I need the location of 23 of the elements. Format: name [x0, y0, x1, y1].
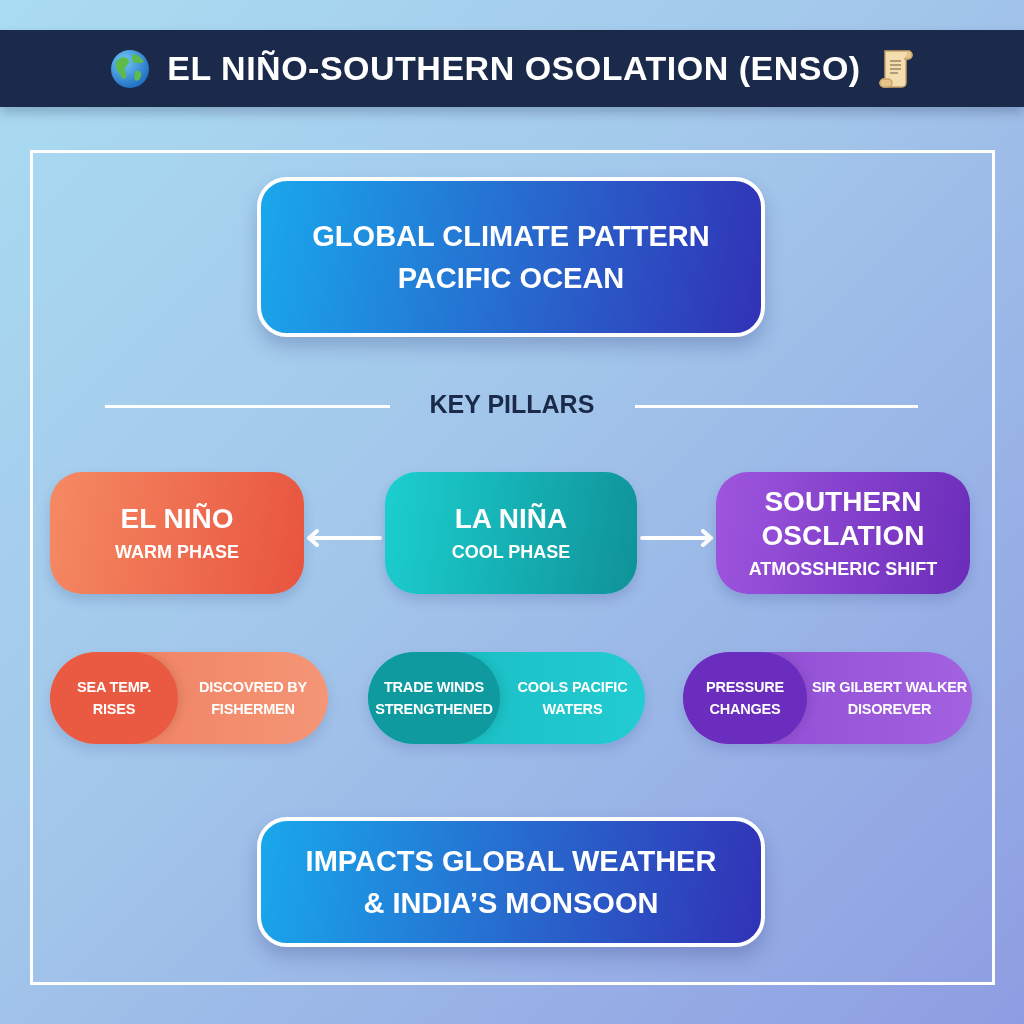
title-text: EL NIÑO-SOUTHERN OSOLATION (ENSO) — [167, 49, 861, 88]
section-heading: KEY PILLARS — [429, 390, 595, 419]
box-text: IMPACTS GLOBAL WEATHER & INDIA’S MONSOON — [304, 844, 718, 921]
pill-text: DISCOVRED BY FISHERMEN — [198, 678, 308, 719]
card-subtitle: WARM PHASE — [115, 541, 239, 564]
phase-card — [716, 472, 970, 594]
phase-card — [385, 472, 637, 594]
pill-text: COOLS PACIFIC WATERS — [516, 678, 629, 719]
arrow — [307, 529, 382, 547]
arrow — [640, 529, 713, 547]
box-text: GLOBAL CLIMATE PATTERN PACIFIC OCEAN — [311, 219, 711, 296]
phase-card — [50, 472, 304, 594]
card-subtitle: ATMOSSHERIC SHIFT — [748, 558, 938, 581]
pill-text: SEA TEMP. RISES — [76, 678, 152, 719]
pill-text: PRESSURE CHANGES — [704, 678, 786, 719]
card-heading: LA NIÑA — [454, 502, 568, 536]
card-heading: EL NIÑO — [120, 502, 234, 536]
topic-box — [257, 177, 765, 337]
card-subtitle: COOL PHASE — [451, 541, 571, 564]
impact-box — [257, 817, 765, 947]
pill-text: TRADE WINDS STRENGTHENED — [374, 678, 494, 719]
card-heading: SOUTHERN OSCLATION — [760, 485, 926, 553]
pill-text: SIR GILBERT WALKER DISOREVER — [810, 678, 969, 719]
